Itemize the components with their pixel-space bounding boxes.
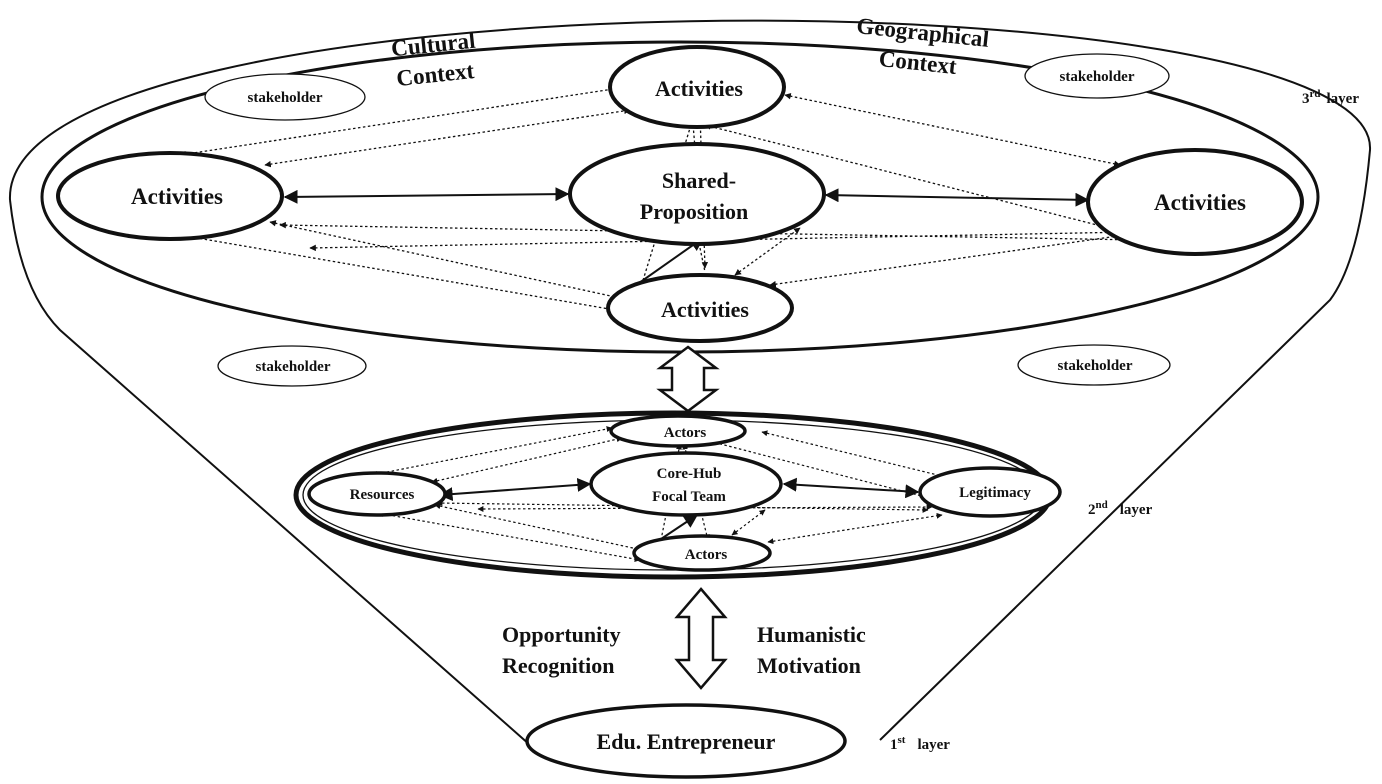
svg-text:Context: Context (878, 46, 958, 79)
actors-bottom-node (632, 534, 772, 572)
cone-outline (8, 19, 1372, 746)
legitimacy-node (918, 466, 1062, 518)
resources-label: Resources (350, 487, 415, 503)
activities-left-label: Activities (131, 184, 223, 209)
stakeholder-middle-left-label: stakeholder (256, 359, 331, 375)
stakeholder-top-right-node (1024, 53, 1170, 99)
second-layer-nodes (307, 414, 1062, 572)
entrepreneur-label: Edu. Entrepreneur (597, 729, 776, 754)
svg-text:Cultural: Cultural (390, 28, 476, 62)
actors-top-node (609, 414, 747, 448)
core-hub-node (589, 451, 783, 517)
activities-right-label: Activities (1154, 190, 1246, 215)
shared-proposition-label-1: Shared- (662, 168, 736, 193)
third-layer-solid-links (283, 187, 1090, 289)
activities-top-label: Activities (655, 76, 743, 101)
activities-bottom-node (606, 273, 794, 343)
stakeholder-top-right-label: stakeholder (1060, 69, 1135, 85)
actors-bottom-label: Actors (685, 547, 728, 563)
middle-stakeholders (217, 344, 1171, 387)
humanistic-motivation-label-2: Motivation (757, 653, 861, 678)
core-hub-label-1: Core-Hub (657, 466, 722, 482)
activities-right-node (1086, 148, 1304, 256)
opportunity-recognition-label-1: Opportunity (502, 622, 621, 647)
third-layer-nodes (56, 45, 1304, 343)
actors-top-label: Actors (664, 425, 707, 441)
double-arrow-upper (656, 345, 720, 413)
geographical-context-label: Geographical Context (855, 13, 990, 79)
activities-top-node (608, 45, 786, 129)
stakeholder-middle-left-node (217, 345, 367, 387)
cultural-context-label: Cultural Context (390, 28, 476, 91)
svg-text:Context: Context (395, 58, 475, 91)
stakeholder-top-left-label: stakeholder (248, 90, 323, 106)
legitimacy-label: Legitimacy (959, 485, 1031, 501)
shared-proposition-node (568, 142, 826, 246)
activities-bottom-label: Activities (661, 297, 749, 322)
entrepreneur-node (525, 703, 847, 779)
activities-left-node (56, 151, 284, 241)
svg-text:Geographical: Geographical (855, 13, 990, 52)
stakeholder-middle-right-label: stakeholder (1058, 358, 1133, 374)
opportunity-recognition-label-2: Recognition (502, 653, 614, 678)
resources-node (307, 471, 447, 517)
shared-proposition-label-2: Proposition (640, 199, 748, 224)
double-arrow-lower (674, 587, 728, 690)
stakeholder-middle-right-node (1017, 344, 1171, 386)
stakeholder-top-left-node (204, 73, 366, 121)
humanistic-motivation-label-1: Humanistic (757, 622, 866, 647)
core-hub-label-2: Focal Team (652, 489, 726, 505)
